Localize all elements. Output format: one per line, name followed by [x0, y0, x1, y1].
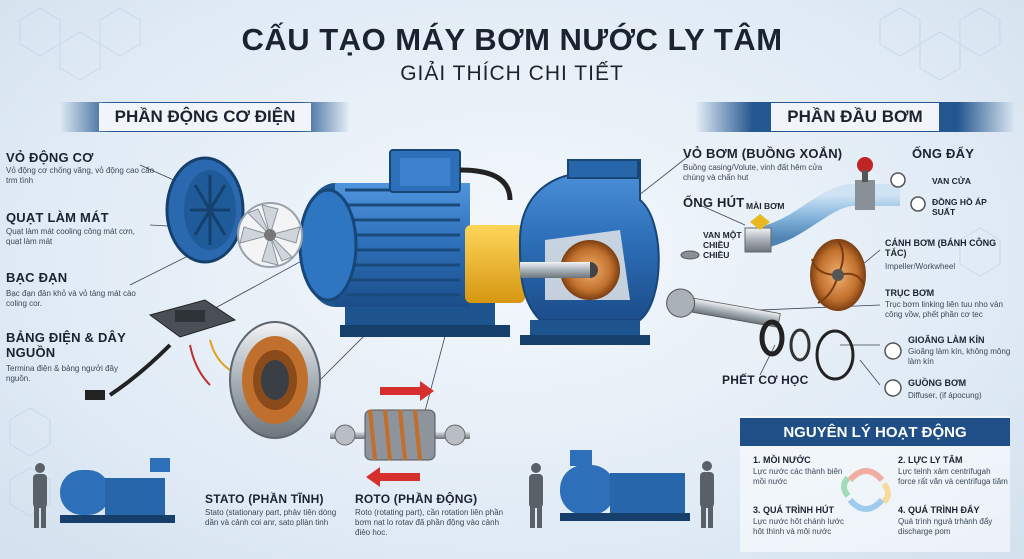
label-pressure-gauge: ĐỒNG HỒ ÁP SUẤT	[932, 197, 987, 217]
label-mechanical-seal: PHẾT CƠ HỌC	[722, 373, 809, 387]
label-stator: STATO (PHẦN TĨNH)	[205, 492, 324, 506]
desc-motor-housing: Vỏ động cơ chống văng, vỏ động cao cấo t…	[6, 166, 155, 185]
label-impeller: CÁNH BƠM (BÁNH CÔNG TÁC)	[885, 238, 997, 258]
operation-step-2-label: 2. LỰC LY TÂM	[898, 455, 963, 465]
operation-step-4-desc: Quá trình ngưả trhành đẩy discharge pom	[898, 517, 993, 536]
desc-shaft: Trục bơm linking liên tuu nho vản công v…	[885, 300, 1003, 319]
page-title: CẤU TẠO MÁY BƠM NƯỚC LY TÂM	[241, 22, 783, 57]
operation-step-3-desc: Lực nước hôt chánh lước hôt thình và môi…	[753, 517, 845, 536]
operation-step-1-desc: Lực nước các thành biên mồi nước	[753, 467, 843, 486]
label-volute: VỎ BƠM (BUỒNG XOẮN)	[683, 146, 843, 161]
label-shaft: TRỤC BƠM	[885, 288, 935, 298]
operation-title: NGUYÊN LÝ HOẠT ĐỘNG	[740, 418, 1010, 446]
label-check-valve: VAN MỘT CHIỀU CHIỀU	[703, 230, 742, 260]
desc-impeller: Impeller/Workwheel	[885, 262, 956, 271]
desc-gasket: Gioăng làm kín, không mông làm kín	[908, 347, 1011, 366]
operation-step-3-label: 3. QUÁ TRÌNH HÚT	[753, 505, 834, 515]
desc-cooling-fan: Quạt làm mát cooling công mát cơn, quạt …	[6, 227, 135, 246]
label-bearing: BẠC ĐẠN	[6, 270, 68, 285]
desc-volute: Buồng casing/Volute, vinh đất hêm cửa ch…	[683, 163, 823, 182]
desc-terminal-box: Termina điện & bảng ngưởi đây nguồn.	[6, 364, 118, 383]
label-terminal-box: BẢNG ĐIỆN & DÂY NGUỒN	[6, 330, 126, 360]
label-diffuser: GUỒNG BƠM	[908, 378, 967, 388]
page-subtitle: GIẢI THÍCH CHI TIẾT	[400, 62, 624, 85]
operation-step-1-label: 1. MỒI NƯỚC	[753, 455, 811, 465]
section-title-motor: PHẦN ĐỘNG CƠ ĐIỆN	[98, 103, 312, 131]
label-rotor: ROTO (PHẦN ĐỘNG)	[355, 492, 478, 506]
label-gasket: GIOĂNG LÀM KÍN	[908, 335, 985, 345]
label-cooling-fan: QUẠT LÀM MÁT	[6, 210, 109, 225]
label-suction-pipe: ỐNG HÚT	[683, 195, 745, 210]
operation-step-2-desc: Lực telnh xảm centrifugah force rất văn …	[898, 467, 1008, 486]
desc-rotor: Roto (rotating part), cần rotation liên …	[355, 508, 504, 537]
section-banner-pump: PHẦN ĐẦU BƠM	[695, 102, 1015, 132]
operation-step-4-label: 4. QUÁ TRÌNH ĐẨY	[898, 505, 980, 515]
label-motor-housing: VỎ ĐỘNG CƠ	[6, 150, 94, 165]
label-discharge-pipe: ỐNG ĐẨY	[912, 146, 975, 161]
person-silhouette-left	[33, 463, 47, 528]
desc-stator: Stato (stationary part, phảv tiên dòng d…	[205, 508, 337, 527]
label-gate-valve: VAN CỬA	[932, 176, 972, 186]
label-priming: MÀI BƠM	[746, 201, 785, 211]
section-title-pump: PHẦN ĐẦU BƠM	[771, 103, 939, 131]
desc-bearing: Bạc đạn đản khỏ và vỏ tảng mát cào colin…	[6, 289, 136, 308]
desc-diffuser: Diffuser, (if ápocung)	[908, 391, 982, 400]
section-banner-motor: PHẦN ĐỘNG CƠ ĐIỆN	[60, 102, 350, 132]
